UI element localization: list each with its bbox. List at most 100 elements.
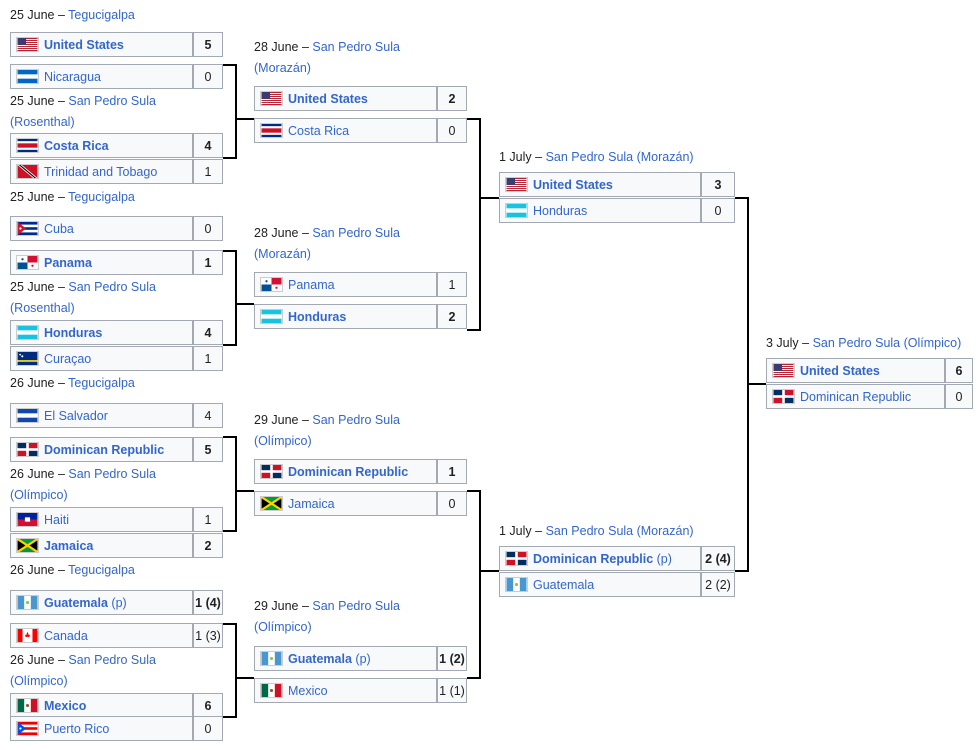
- penalties-link[interactable]: (p): [111, 595, 127, 610]
- team-name-link[interactable]: El Salvador: [44, 408, 108, 423]
- venue-link[interactable]: San Pedro Sula: [312, 413, 400, 427]
- team-row[interactable]: United States: [499, 172, 701, 197]
- venue-link[interactable]: San Pedro Sula (Olímpico): [812, 336, 962, 350]
- match-header: 1 July – San Pedro Sula (Morazán): [499, 147, 694, 168]
- team-row[interactable]: Guatemala (p): [254, 646, 437, 671]
- team-name-link[interactable]: Guatemala: [288, 651, 352, 666]
- team-row[interactable]: Mexico: [10, 693, 193, 718]
- flag-usa-icon: [260, 91, 283, 106]
- team-name-link[interactable]: United States: [800, 363, 880, 378]
- venue-link[interactable]: Tegucigalpa: [68, 563, 135, 577]
- team-name-link[interactable]: Guatemala: [44, 595, 108, 610]
- venue-link[interactable]: San Pedro Sula: [312, 40, 400, 54]
- venue-link-line2[interactable]: (Olímpico): [254, 620, 312, 634]
- match-date: 29 June: [254, 599, 299, 613]
- team-row[interactable]: Cuba: [10, 216, 193, 241]
- team-row[interactable]: Mexico: [254, 678, 437, 703]
- team-name-link[interactable]: Guatemala: [533, 577, 595, 592]
- team-name-link[interactable]: Costa Rica: [288, 123, 350, 138]
- team-row[interactable]: Costa Rica: [10, 133, 193, 158]
- venue-link[interactable]: San Pedro Sula: [312, 226, 400, 240]
- team-row[interactable]: Guatemala (p): [10, 590, 193, 615]
- team-name-link[interactable]: Nicaragua: [44, 69, 101, 84]
- team-row[interactable]: Trinidad and Tobago: [10, 159, 193, 184]
- team-row[interactable]: Dominican Republic: [10, 437, 193, 462]
- venue-link[interactable]: San Pedro Sula: [68, 467, 156, 481]
- team-score: 2: [193, 533, 223, 558]
- team-name-link[interactable]: Jamaica: [44, 538, 94, 553]
- team-row[interactable]: Honduras: [10, 320, 193, 345]
- venue-link[interactable]: San Pedro Sula: [68, 653, 156, 667]
- team-name-link[interactable]: Dominican Republic: [44, 442, 165, 457]
- flag-nicaragua-icon: [16, 69, 39, 84]
- team-name-link[interactable]: United States: [44, 37, 124, 52]
- team-row[interactable]: Dominican Republic: [766, 384, 945, 409]
- team-name-link[interactable]: Puerto Rico: [44, 721, 110, 736]
- penalties-link[interactable]: (p): [656, 551, 672, 566]
- venue-link-line2[interactable]: (Rosenthal): [10, 301, 75, 315]
- team-row[interactable]: El Salvador: [10, 403, 193, 428]
- bracket-connector: [235, 250, 237, 346]
- venue-link-line2[interactable]: (Olímpico): [10, 488, 68, 502]
- venue-link[interactable]: San Pedro Sula: [312, 599, 400, 613]
- venue-link-line2[interactable]: (Morazán): [254, 247, 311, 261]
- flag-jamaica-icon: [16, 538, 39, 553]
- team-name-link[interactable]: Haiti: [44, 512, 70, 527]
- team-row[interactable]: United States: [766, 358, 945, 383]
- team-row[interactable]: Panama: [10, 250, 193, 275]
- team-row[interactable]: Honduras: [254, 304, 437, 329]
- match-header: 3 July – San Pedro Sula (Olímpico): [766, 333, 961, 354]
- team-name-link[interactable]: Canada: [44, 628, 88, 643]
- venue-link[interactable]: Tegucigalpa: [68, 376, 135, 390]
- team-name-link[interactable]: Honduras: [533, 203, 588, 218]
- flag-dominican-republic-icon: [505, 551, 528, 566]
- venue-link[interactable]: San Pedro Sula (Morazán): [545, 150, 694, 164]
- team-row[interactable]: United States: [10, 32, 193, 57]
- team-name-link[interactable]: United States: [288, 91, 368, 106]
- date-venue-separator: –: [798, 336, 813, 350]
- team-name-link[interactable]: Costa Rica: [44, 138, 109, 153]
- team-name-link[interactable]: Jamaica: [288, 496, 335, 511]
- team-row[interactable]: Guatemala: [499, 572, 701, 597]
- team-name-link[interactable]: United States: [533, 177, 613, 192]
- venue-link-line2[interactable]: (Morazán): [254, 61, 311, 75]
- team-row[interactable]: Puerto Rico: [10, 716, 193, 741]
- venue-link[interactable]: Tegucigalpa: [68, 190, 135, 204]
- team-name-link[interactable]: Dominican Republic: [288, 464, 409, 479]
- team-row[interactable]: Panama: [254, 272, 437, 297]
- venue-link[interactable]: Tegucigalpa: [68, 8, 135, 22]
- team-name-link[interactable]: Trinidad and Tobago: [44, 164, 158, 179]
- team-name-link[interactable]: Panama: [44, 255, 92, 270]
- team-name-link[interactable]: Cuba: [44, 221, 74, 236]
- team-name-link[interactable]: Curaçao: [44, 351, 92, 366]
- team-row[interactable]: Costa Rica: [254, 118, 437, 143]
- venue-link[interactable]: San Pedro Sula (Morazán): [545, 524, 694, 538]
- team-name-link[interactable]: Dominican Republic: [800, 389, 912, 404]
- team-name-link[interactable]: Mexico: [288, 683, 328, 698]
- team-row[interactable]: Haiti: [10, 507, 193, 532]
- team-row[interactable]: Dominican Republic: [254, 459, 437, 484]
- venue-link-line2[interactable]: (Olímpico): [10, 674, 68, 688]
- team-row[interactable]: Canada: [10, 623, 193, 648]
- team-row[interactable]: United States: [254, 86, 437, 111]
- team-name-link[interactable]: Honduras: [288, 309, 347, 324]
- team-name-link[interactable]: Mexico: [44, 698, 87, 713]
- bracket-connector: [479, 490, 481, 679]
- team-row[interactable]: Nicaragua: [10, 64, 193, 89]
- team-name-link[interactable]: Dominican Republic: [533, 551, 654, 566]
- team-row[interactable]: Dominican Republic (p): [499, 546, 701, 571]
- team-row[interactable]: Jamaica: [10, 533, 193, 558]
- team-row[interactable]: Jamaica: [254, 491, 437, 516]
- venue-link-line2[interactable]: (Olímpico): [254, 434, 312, 448]
- bracket-connector: [467, 677, 481, 679]
- team-row[interactable]: Curaçao: [10, 346, 193, 371]
- penalties-link[interactable]: (p): [355, 651, 371, 666]
- venue-link[interactable]: San Pedro Sula: [68, 280, 156, 294]
- venue-link[interactable]: San Pedro Sula: [68, 94, 156, 108]
- team-name-link[interactable]: Honduras: [44, 325, 103, 340]
- flag-usa-icon: [16, 37, 39, 52]
- team-row[interactable]: Honduras: [499, 198, 701, 223]
- team-name-link[interactable]: Panama: [288, 277, 335, 292]
- flag-trinidad-icon: [16, 164, 39, 179]
- venue-link-line2[interactable]: (Rosenthal): [10, 115, 75, 129]
